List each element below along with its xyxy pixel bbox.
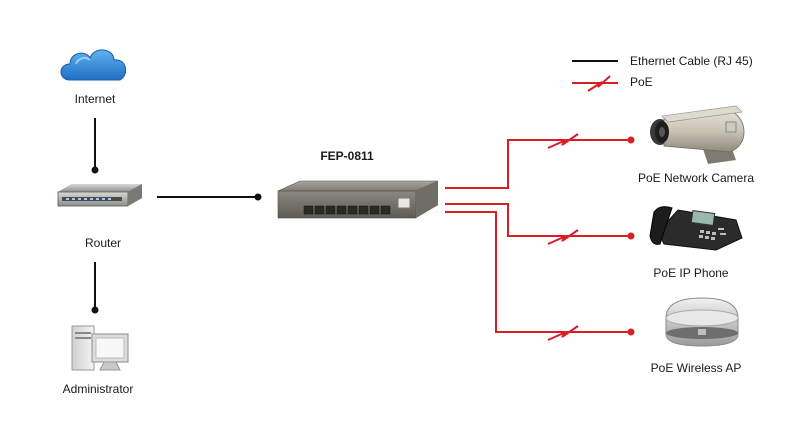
access-point-icon (665, 297, 739, 347)
legend-poe-label: PoE (630, 75, 653, 89)
cloud-icon (60, 49, 127, 81)
legend (572, 60, 618, 92)
poe-link-camera (445, 139, 631, 189)
router-switch-link-dot (254, 193, 262, 201)
phone-label: PoE IP Phone (653, 266, 729, 280)
poe-link-phone-dot (627, 232, 635, 240)
poe-link-ap-dot (627, 328, 635, 336)
legend-ethernet-label: Ethernet Cable (RJ 45) (630, 54, 753, 68)
poe-link-camera-dot (627, 136, 635, 144)
access-point-label: PoE Wireless AP (650, 361, 742, 375)
poe-bolt-camera (547, 133, 579, 149)
switch-model-label: FEP-0811 (320, 149, 374, 163)
phone-icon (649, 206, 743, 251)
poe-links (445, 133, 635, 341)
poe-link-phone (445, 203, 631, 237)
computer-icon (71, 325, 129, 371)
ethernet-links (91, 118, 262, 314)
camera-label: PoE Network Camera (637, 171, 755, 185)
poe-link-ap (445, 211, 631, 333)
camera-icon (650, 105, 745, 164)
poe-bolt-ap (547, 325, 579, 341)
administrator-label: Administrator (62, 382, 134, 396)
internet-label: Internet (74, 92, 116, 106)
switch-icon (277, 180, 439, 219)
router-admin-link-dot (91, 306, 99, 314)
router-label: Router (84, 236, 122, 250)
poe-bolt-phone (547, 229, 579, 245)
internet-router-link-dot (91, 166, 99, 174)
legend-poe-bolt (587, 75, 611, 92)
router-icon (57, 184, 142, 207)
